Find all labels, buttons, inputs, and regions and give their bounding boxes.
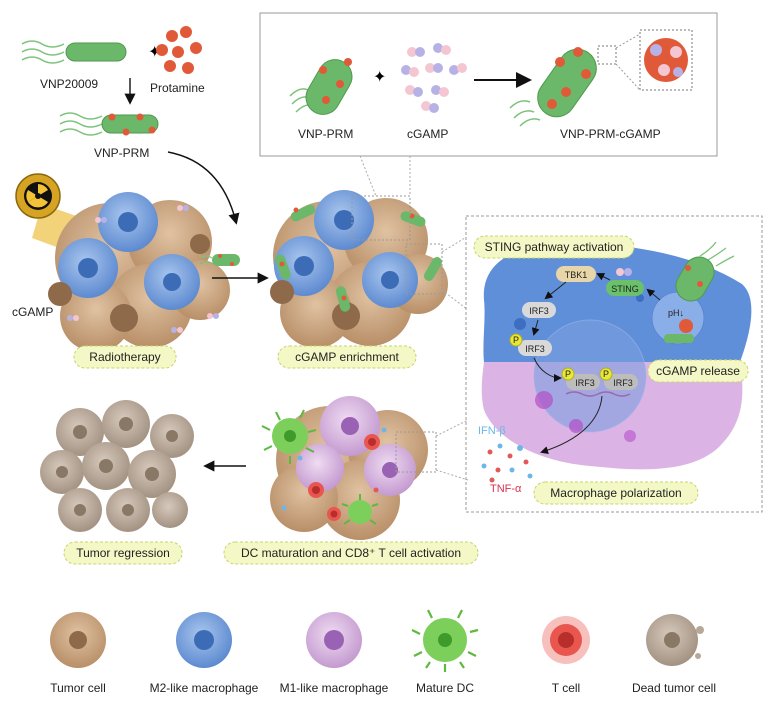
bottom-zoom-link-b xyxy=(435,469,469,481)
zoom-line-a xyxy=(615,33,641,49)
irf3-node-b: P IRF3 xyxy=(509,333,552,356)
dc-maturation-pill: DC maturation and CD8⁺ T cell activation xyxy=(223,541,479,565)
inset-product-label: VNP-PRM-cGAMP xyxy=(560,127,661,141)
vnp20009-label: VNP20009 xyxy=(40,77,98,91)
legend-mature-dc: Mature DC xyxy=(411,609,479,695)
irf3-label-b: IRF3 xyxy=(525,344,545,354)
legend-label-tcell: T cell xyxy=(552,681,580,695)
middle-zoom-link-c xyxy=(441,235,469,253)
arrow-bacterium-to-middle xyxy=(199,254,269,284)
dc-cell-a xyxy=(261,409,317,464)
dc-maturation-label: DC maturation and CD8⁺ T cell activation xyxy=(241,546,461,560)
irf3-phospho-arrow xyxy=(531,319,540,336)
legend-m1-macrophage: M1-like macrophage xyxy=(280,612,389,695)
tbk1-to-irf3-arrow xyxy=(544,281,567,300)
tumor-regression-pill: Tumor regression xyxy=(63,541,183,565)
tbk1-node: TBK1 xyxy=(556,266,596,282)
inset-product-bacterium xyxy=(509,47,597,127)
dead-tumor-mass xyxy=(40,400,194,532)
legend-label-m2: M2-like macrophage xyxy=(150,681,259,695)
tumor-regression-label: Tumor regression xyxy=(76,546,170,560)
bottom-zoom-link-a xyxy=(435,419,469,437)
zoom-detail-particle xyxy=(644,38,688,82)
tnf-alpha-label: TNF-α xyxy=(490,483,522,495)
irf3-label-d: IRF3 xyxy=(613,378,633,388)
legend-label-dc: Mature DC xyxy=(416,681,474,695)
vnp20009-bacterium xyxy=(21,40,127,64)
dc-cell-b xyxy=(341,494,379,525)
inset-vnp-prm xyxy=(289,58,353,115)
cgamp-release-pill: cGAMP release xyxy=(647,359,749,383)
zoom-detail-frame xyxy=(639,29,693,91)
enrichment-pill: cGAMP enrichment xyxy=(277,345,417,369)
panel-bacterium xyxy=(675,241,735,302)
legend-label-tumor: Tumor cell xyxy=(50,681,106,695)
tbk1-label: TBK1 xyxy=(565,270,588,280)
vnp-prm-bacterium xyxy=(59,112,159,136)
tumor-mass-activated xyxy=(261,396,428,540)
cytokine-release-arrow xyxy=(540,395,603,455)
legend-dead-tumor-cell: Dead tumor cell xyxy=(632,614,716,695)
inset-cgamp-label: cGAMP xyxy=(407,127,448,141)
inset-vnp-prm-label: VNP-PRM xyxy=(298,127,353,141)
sting-to-tbk1-arrow xyxy=(596,273,611,281)
irf3-label-a: IRF3 xyxy=(529,306,549,316)
enrichment-label: cGAMP enrichment xyxy=(295,350,399,364)
polarization-pill: Macrophage polarization xyxy=(533,481,699,505)
tumor-mass-middle xyxy=(270,190,448,348)
legend-m2-macrophage: M2-like macrophage xyxy=(150,612,259,695)
middle-zoom-link-a xyxy=(359,155,377,197)
legend-t-cell: T cell xyxy=(542,616,590,695)
protamine-particles xyxy=(156,26,202,74)
legend-label-m1: M1-like macrophage xyxy=(280,681,389,695)
zoom-box xyxy=(597,45,617,65)
protamine-label: Protamine xyxy=(150,81,205,95)
middle-zoom-box-a xyxy=(351,195,411,241)
ifn-beta-label: IFN-β xyxy=(478,425,506,437)
plus-sign-inset: ✦ xyxy=(373,69,386,86)
ph-label: pH↓ xyxy=(668,308,684,318)
vnp-prm-label: VNP-PRM xyxy=(94,146,149,160)
legend-label-dead: Dead tumor cell xyxy=(632,681,716,695)
irf3-dimer-arrow xyxy=(533,357,562,382)
radiotherapy-label: Radiotherapy xyxy=(89,350,160,364)
legend: Tumor cell M2-like macrophage M1-like ma… xyxy=(50,609,716,695)
p-mark-d: P xyxy=(603,369,609,379)
arrow-curve xyxy=(167,151,240,225)
cgamp-left-label: cGAMP xyxy=(12,305,53,319)
cgamp-release-label: cGAMP release xyxy=(656,364,740,378)
sting-label: STING xyxy=(611,284,639,294)
polarization-label: Macrophage polarization xyxy=(550,486,681,500)
legend-tumor-cell: Tumor cell xyxy=(50,612,106,695)
radiotherapy-pill: Radiotherapy xyxy=(73,345,177,369)
sting-title: STING pathway activation xyxy=(485,240,624,254)
irf3-node-a: IRF3 xyxy=(522,302,556,318)
irf3-label-c: IRF3 xyxy=(575,378,595,388)
sting-node: STING xyxy=(606,268,644,296)
tumor-mass-left xyxy=(48,192,230,352)
release-to-sting-arrow xyxy=(646,288,661,301)
zoom-line-b xyxy=(615,63,641,91)
middle-zoom-link-d xyxy=(441,289,469,311)
sting-title-pill: STING pathway activation xyxy=(473,235,635,259)
middle-zoom-box-b xyxy=(405,243,443,295)
cytokine-dots xyxy=(481,443,533,483)
p-mark-b: P xyxy=(513,335,519,345)
bottom-zoom-box xyxy=(395,431,437,473)
inset-cgamp-cluster xyxy=(401,43,467,113)
p-mark-c: P xyxy=(565,369,571,379)
irf3-dimer: P IRF3 P IRF3 xyxy=(561,367,638,397)
